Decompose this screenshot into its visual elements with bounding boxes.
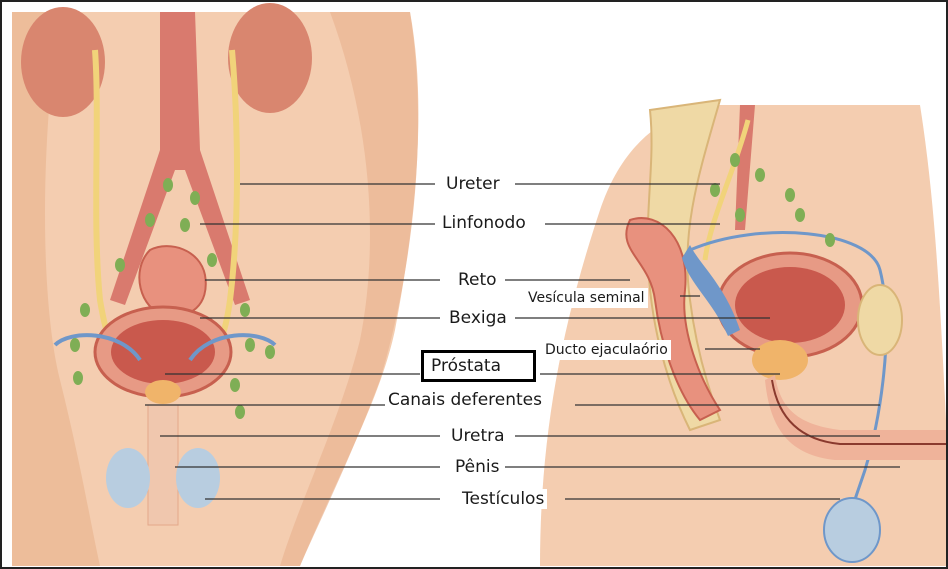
label-vesicula-seminal: Vesícula seminal [525, 288, 648, 308]
label-bexiga: Bexiga [446, 308, 510, 328]
label-canais-deferentes: Canais deferentes [385, 390, 545, 410]
label-linfonodo: Linfonodo [439, 213, 529, 233]
label-uretra: Uretra [448, 426, 508, 446]
testicle-left [106, 448, 150, 508]
penis-front [148, 405, 178, 525]
label-penis: Pênis [452, 457, 502, 477]
label-ducto-ejaculatorio: Ducto ejaculaório [542, 340, 671, 360]
kidney-right [228, 3, 312, 113]
testicle-sagittal [824, 498, 880, 562]
label-testiculos: Testículos [459, 489, 547, 509]
label-ureter: Ureter [443, 174, 503, 194]
label-prostata: Próstata [431, 356, 501, 376]
kidney-left [21, 7, 105, 117]
prostate-front [145, 380, 181, 404]
rectum-front [139, 246, 205, 316]
pubic-bone [858, 285, 902, 355]
label-reto: Reto [455, 270, 500, 290]
